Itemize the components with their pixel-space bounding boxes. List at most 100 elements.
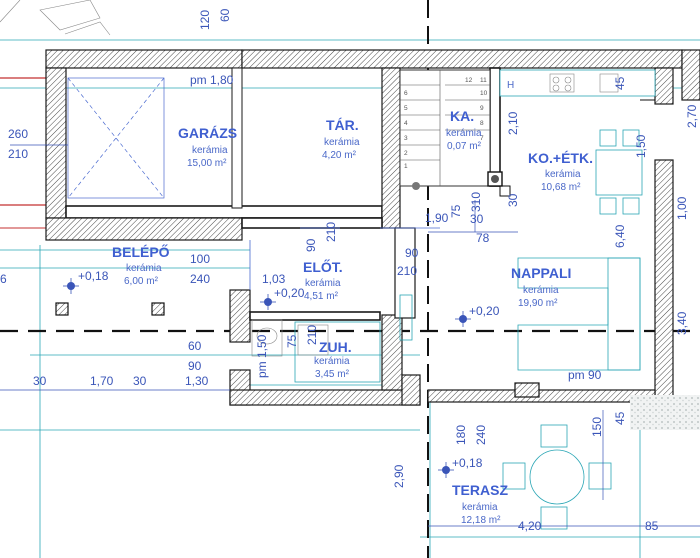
gravel-strip xyxy=(630,395,700,430)
svg-text:30: 30 xyxy=(133,374,147,388)
level-marker: +0,20 xyxy=(260,286,305,310)
svg-text:210: 210 xyxy=(8,147,28,161)
room-labels: GARÁZS kerámia 15,00 m² TÁR. kerámia 4,2… xyxy=(112,108,593,526)
svg-text:pm 1,80: pm 1,80 xyxy=(190,73,234,87)
svg-text:9: 9 xyxy=(480,105,484,112)
svg-text:150: 150 xyxy=(590,417,604,437)
sofa xyxy=(517,257,641,371)
stair-start-marker xyxy=(412,182,420,190)
svg-text:1,00: 1,00 xyxy=(675,196,689,220)
level-markers: +0,18 +0,20 +0,20 +0,18 xyxy=(63,269,500,478)
svg-text:240: 240 xyxy=(474,425,488,445)
room-area: 12,18 m² xyxy=(461,515,501,526)
walls xyxy=(45,49,700,406)
room-name: BELÉPŐ xyxy=(112,243,170,260)
svg-text:210: 210 xyxy=(324,222,338,242)
svg-text:210: 210 xyxy=(397,264,417,278)
svg-text:3,40: 3,40 xyxy=(675,311,689,335)
svg-text:1,03: 1,03 xyxy=(262,272,286,286)
room-area: 15,00 m² xyxy=(187,158,227,169)
garage-car-space xyxy=(67,77,165,199)
svg-text:180: 180 xyxy=(454,425,468,445)
svg-text:+0,20: +0,20 xyxy=(274,286,305,300)
terrace-furniture xyxy=(502,424,612,530)
svg-text:260: 260 xyxy=(8,127,28,141)
dimension-labels: 120 60 pm 1,80 260 210 210 100 240 90 21… xyxy=(0,8,699,533)
columns xyxy=(55,171,540,398)
svg-text:6: 6 xyxy=(0,272,7,286)
room-material: kerámia xyxy=(192,145,228,156)
room-area: 3,45 m² xyxy=(315,369,350,380)
room-area: 6,00 m² xyxy=(124,276,159,287)
svg-text:100: 100 xyxy=(190,252,210,266)
bathroom-fixtures xyxy=(251,319,381,383)
svg-text:pm 1,50: pm 1,50 xyxy=(255,334,269,378)
level-marker: +0,18 xyxy=(63,269,109,294)
svg-text:75: 75 xyxy=(449,204,463,218)
svg-text:1: 1 xyxy=(404,163,408,170)
dimension-lines xyxy=(0,144,700,527)
room-name: GARÁZS xyxy=(178,125,237,141)
svg-text:11: 11 xyxy=(480,77,487,84)
svg-text:pm 90: pm 90 xyxy=(568,368,602,382)
svg-text:12: 12 xyxy=(465,77,473,84)
room-material: kerámia xyxy=(314,356,350,367)
svg-text:60: 60 xyxy=(218,8,232,22)
svg-text:85: 85 xyxy=(645,519,659,533)
kitchen-furniture: H xyxy=(499,69,656,215)
svg-text:8: 8 xyxy=(480,120,484,127)
svg-text:4,20: 4,20 xyxy=(518,519,542,533)
svg-text:4: 4 xyxy=(404,120,408,127)
svg-text:30: 30 xyxy=(470,212,484,226)
staircase: 1 2 3 4 5 6 7 8 9 10 11 12 xyxy=(399,69,491,190)
svg-text:+0,18: +0,18 xyxy=(452,456,483,470)
room-area: 19,90 m² xyxy=(518,298,558,309)
room-material: kerámia xyxy=(462,502,498,513)
level-marker: +0,18 xyxy=(438,456,483,478)
svg-text:+0,20: +0,20 xyxy=(469,304,500,318)
room-name: KA. xyxy=(450,108,474,124)
svg-text:6: 6 xyxy=(404,90,408,97)
svg-text:2: 2 xyxy=(404,150,408,157)
room-area: 10,68 m² xyxy=(541,182,581,193)
svg-text:90: 90 xyxy=(405,246,419,260)
svg-text:3: 3 xyxy=(404,135,408,142)
property-lines xyxy=(0,77,46,229)
room-material: kerámia xyxy=(446,128,482,139)
svg-text:240: 240 xyxy=(190,272,210,286)
svg-text:1,90: 1,90 xyxy=(425,211,449,225)
room-name: ELŐT. xyxy=(303,258,343,275)
svg-text:45: 45 xyxy=(613,411,627,425)
svg-text:60: 60 xyxy=(188,339,202,353)
svg-text:2,70: 2,70 xyxy=(685,104,699,128)
svg-text:30: 30 xyxy=(33,374,47,388)
room-area: 4,20 m² xyxy=(322,150,357,161)
svg-text:H: H xyxy=(507,80,514,91)
svg-text:90: 90 xyxy=(188,359,202,373)
room-name: TÁR. xyxy=(326,117,359,133)
svg-text:75: 75 xyxy=(285,334,299,348)
svg-text:2,90: 2,90 xyxy=(392,464,406,488)
svg-text:210: 210 xyxy=(305,325,319,345)
room-material: kerámia xyxy=(305,278,341,289)
room-name: TERASZ xyxy=(452,482,508,498)
room-material: kerámia xyxy=(126,263,162,274)
level-marker: +0,20 xyxy=(455,304,500,327)
svg-text:2,10: 2,10 xyxy=(506,111,520,135)
room-name: ZUH. xyxy=(319,339,352,355)
door-openings xyxy=(249,99,655,341)
room-material: kerámia xyxy=(523,285,559,296)
svg-text:10: 10 xyxy=(480,90,488,97)
svg-text:1,30: 1,30 xyxy=(185,374,209,388)
room-name: KO.+ÉTK. xyxy=(528,150,593,166)
svg-text:78: 78 xyxy=(476,231,490,245)
site-sketch xyxy=(0,0,111,36)
svg-text:+0,18: +0,18 xyxy=(78,269,109,283)
svg-text:1,50: 1,50 xyxy=(634,134,648,158)
svg-text:310: 310 xyxy=(469,192,483,212)
svg-text:1,70: 1,70 xyxy=(90,374,114,388)
room-name: NAPPALI xyxy=(511,265,571,281)
svg-text:7: 7 xyxy=(480,135,484,142)
